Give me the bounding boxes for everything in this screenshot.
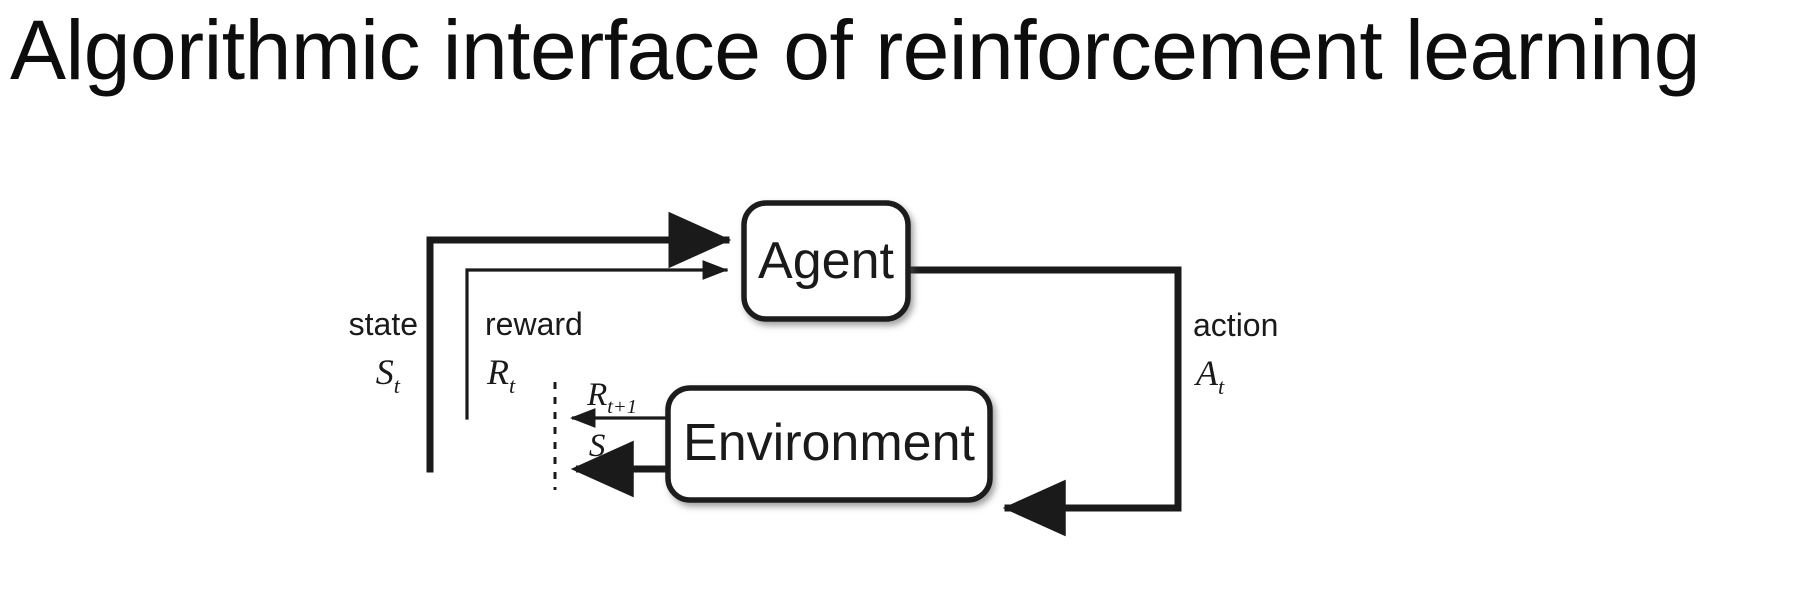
agent-box[interactable] — [741, 200, 911, 322]
state-next-symbol-group: St+1 — [589, 428, 635, 469]
reward-next-symbol-group: Rt+1 — [586, 377, 637, 418]
edge-action-to-environment — [904, 266, 1182, 537]
state-label-symbol: St — [376, 352, 401, 398]
state-next-subscript: t+1 — [605, 447, 635, 469]
reward-next-subscript: t+1 — [607, 396, 637, 418]
node-environment[interactable]: Environment — [665, 385, 993, 503]
reward-next-symbol: R — [586, 377, 607, 413]
label-reward-next: Rt+1 — [586, 377, 637, 418]
action-arrow-path — [904, 266, 1182, 537]
state-symbol: S — [376, 352, 394, 392]
reward-symbol: R — [486, 352, 509, 392]
reward-arrow-path — [465, 260, 729, 420]
state-arrow-path — [426, 211, 732, 473]
node-agent[interactable]: Agent — [741, 200, 911, 322]
agent-environment-diagram: Agent Environment state St reward Rt — [349, 200, 1278, 537]
action-symbol-subscript: t — [1218, 374, 1225, 399]
action-label-symbol: At — [1194, 353, 1225, 399]
agent-box-label: Agent — [758, 232, 894, 290]
rl-loop-diagram: Agent Environment state St reward Rt — [0, 160, 1820, 594]
state-label-word: state — [349, 306, 418, 342]
edge-reward-to-agent — [465, 260, 729, 420]
environment-box-label: Environment — [683, 414, 975, 472]
action-symbol: A — [1194, 353, 1219, 393]
edge-state-to-agent — [426, 211, 732, 473]
environment-box[interactable] — [665, 385, 993, 503]
label-reward: reward Rt — [485, 306, 583, 398]
label-state-next: St+1 — [589, 428, 635, 469]
reward-symbol-subscript: t — [509, 373, 516, 398]
state-next-symbol: S — [589, 428, 606, 464]
reward-label-word: reward — [485, 306, 583, 342]
state-symbol-subscript: t — [394, 373, 401, 398]
label-state: state St — [349, 306, 418, 398]
action-label-word: action — [1193, 307, 1278, 343]
page-title: Algorithmic interface of reinforcement l… — [10, 3, 1700, 97]
label-action: action At — [1193, 307, 1278, 399]
reward-label-symbol: Rt — [486, 352, 516, 398]
